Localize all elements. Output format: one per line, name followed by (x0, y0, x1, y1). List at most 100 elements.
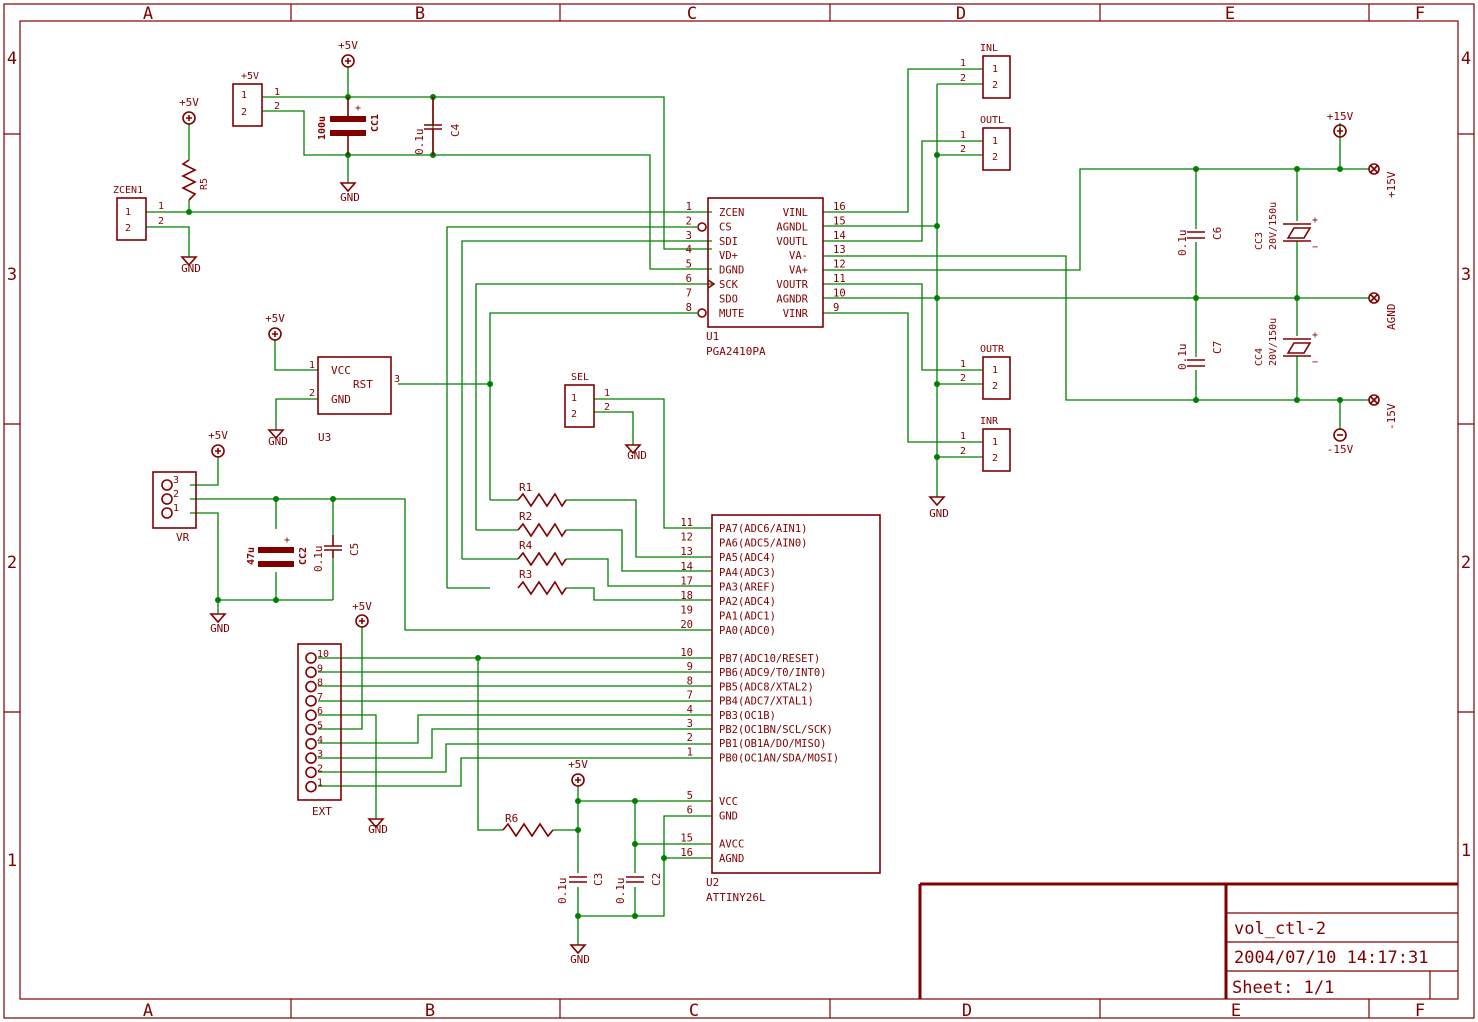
pin-name: SCK (719, 279, 739, 291)
pin-number: 1 (158, 201, 164, 212)
pin-number: 1 (992, 437, 998, 448)
supply-label: +5V (352, 600, 372, 613)
pin-number: 14 (833, 230, 846, 242)
pin-number: 2 (992, 381, 998, 392)
ext-pin-circle (305, 780, 317, 793)
wires (146, 66, 1369, 945)
pin-number: 2 (173, 489, 179, 500)
column-label: A (143, 4, 153, 24)
resistor-r3: R3 (517, 568, 567, 596)
pin-number: 4 (317, 735, 323, 746)
pin-number: 3 (394, 374, 400, 385)
supply-label: +5V (568, 758, 588, 771)
ref-designator: R5 (199, 178, 210, 190)
ic-u1: U1 PGA2410PA ZCEN1CS2SDI3VD+4DGND5SCK6SD… (686, 197, 846, 358)
pin-name: AGNDL (776, 221, 808, 233)
cap-value: 0.1u (556, 878, 569, 905)
ground-label: GND (181, 262, 201, 275)
pin-name: GND (331, 393, 351, 406)
cap-value: 0.1u (1176, 344, 1189, 371)
pin-number: 16 (833, 201, 846, 213)
part-name: PGA2410PA (706, 345, 766, 358)
terminal-agnd-icon: AGND (1368, 292, 1398, 331)
terminal-15v-icon: +15V (1368, 163, 1398, 198)
ground-label: GND (929, 507, 949, 520)
pin-name: AGNDR (776, 293, 808, 305)
supply-5v-icon: +5V (568, 758, 588, 787)
pin-name: ZCEN (719, 207, 744, 219)
capacitor-cc3: + − CC3 20V/150u (1254, 202, 1318, 253)
pin-name: VOUTR (776, 279, 808, 291)
ext-pin-circle (305, 709, 317, 722)
column-label: C (689, 1001, 699, 1021)
ref-designator: C3 (592, 873, 605, 886)
pin-number: 1 (309, 360, 315, 371)
terminal-label: AGND (1385, 304, 1398, 331)
pin-name: VOUTL (776, 236, 808, 248)
ref-designator: R4 (519, 539, 533, 552)
pin-name: SDO (719, 293, 738, 305)
supply-5v-icon: +5V (265, 312, 285, 341)
pin-number: 1 (604, 388, 610, 399)
pin-name: AGND (719, 853, 744, 865)
cap-value: 0.1u (614, 878, 627, 905)
ground-icon: GND (267, 429, 288, 448)
ext-pin-circle (305, 680, 317, 693)
pin-number: 10 (317, 649, 329, 660)
ref-designator: U1 (706, 330, 719, 343)
pin-number: 2 (960, 373, 966, 384)
pin-number: 17 (680, 575, 693, 587)
column-label: D (956, 4, 966, 24)
ext-pin-circle (305, 652, 317, 664)
ground-icon: GND (180, 256, 201, 275)
pin-number: 1 (992, 64, 998, 75)
pin-number: 5 (317, 721, 323, 732)
pin-number: 6 (317, 706, 323, 717)
pin-name: PB1(OB1A/DO/MISO) (719, 738, 826, 750)
capacitor-c7: 0.1u C7 (1176, 341, 1224, 370)
ref-designator: R3 (519, 568, 532, 581)
ref-designator: C5 (348, 543, 361, 556)
title-sheet: Sheet: 1/1 (1232, 978, 1334, 998)
column-label: D (962, 1001, 972, 1021)
pin-number: 2 (604, 402, 610, 413)
column-labels-bottom: A B C D E F (143, 1001, 1425, 1021)
pin-number: 2 (309, 388, 315, 399)
pin-number: 2 (992, 80, 998, 91)
column-labels-top: A B C D E F (143, 4, 1425, 24)
supply-5v-icon: +5V (208, 429, 228, 458)
pin-number: 2 (686, 215, 692, 227)
supply-label: +5V (338, 39, 358, 52)
pin-number: 6 (687, 804, 693, 816)
connector-vr: 3 2 1 VR (152, 471, 197, 544)
ic-u2: U2 ATTINY26L PA7(ADC6/AIN1)11PA6(ADC5/AI… (680, 514, 881, 904)
pin-number: 18 (680, 590, 693, 602)
row-label: 3 (1461, 265, 1471, 285)
row-label: 1 (7, 851, 17, 871)
pin-number: 1 (571, 393, 577, 404)
connector-label: OUTL (980, 115, 1004, 126)
pin-name: VA+ (789, 265, 808, 277)
pin-number: 19 (680, 605, 693, 617)
pin-name: PB4(ADC7/XTAL1) (719, 696, 814, 708)
supply-label: +5V (179, 96, 199, 109)
pin-name: PA4(ADC3) (719, 567, 776, 579)
polarity-plus: + (355, 103, 361, 114)
connector-label: +5V (241, 71, 259, 82)
pin-number: 1 (960, 58, 966, 69)
pin-number: 2 (960, 446, 966, 457)
capacitor-c3: 0.1u C3 (556, 873, 605, 904)
pin-number: 2 (158, 216, 164, 227)
connector-label: INL (980, 43, 998, 54)
pin-number: 2 (241, 107, 247, 118)
pin-number: 16 (680, 847, 693, 859)
supply-symbols: +5V +5V +5V +5V +5V +5V +15V -15V (179, 39, 1398, 966)
ref-designator: CC2 (298, 547, 309, 565)
pin-name: GND (719, 810, 738, 822)
pin-name: PB0(OC1AN/SDA/MOSI) (719, 752, 839, 764)
ic-u3: VCC GND RST 1 2 3 U3 (309, 356, 400, 444)
title-name: vol_ctl-2 (1234, 919, 1326, 939)
connector-label: OUTR (980, 344, 1005, 355)
capacitor-c4: 0.1u C4 (413, 97, 462, 155)
pin-name: SDI (719, 236, 738, 248)
